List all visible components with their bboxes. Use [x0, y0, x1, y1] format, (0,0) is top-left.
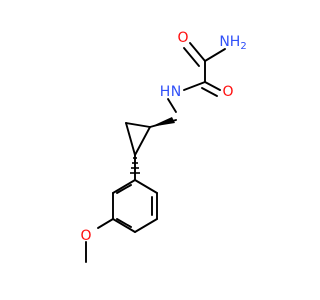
- molecule-canvas: NH2 O N H O O: [80, 30, 247, 263]
- bond-c2-n: [183, 81, 206, 91]
- bond-c1-o-top-a: [189, 42, 206, 62]
- atom-label-n-h: H: [160, 84, 171, 100]
- bond-layer: [85, 42, 226, 263]
- bond-ar-inner-3: [116, 184, 132, 194]
- wedge-bond-cp1-ch2: [150, 117, 175, 127]
- bond-cp2-cp3: [125, 122, 136, 156]
- atom-label-n: N: [171, 84, 181, 100]
- molecule-structure: NH2 O N H O O: [80, 30, 247, 263]
- atom-label-o-methoxy: O: [80, 228, 91, 244]
- bond-ar3-ar4: [134, 218, 158, 233]
- bond-c2-o-right-a: [204, 81, 221, 91]
- atom-label-layer: NH2 O N H O O: [80, 30, 246, 244]
- atom-label-o-right: O: [222, 84, 233, 100]
- bond-cp3-cp1: [134, 126, 151, 156]
- bond-n-ch2: [167, 98, 177, 113]
- bond-c2-o-right-b: [201, 87, 218, 97]
- bond-c1-o-top-b: [183, 47, 200, 67]
- stereo-bond-layer: [130, 117, 175, 174]
- bond-ar4-ar5: [112, 218, 136, 233]
- atom-label-o-top: O: [177, 30, 188, 46]
- bond-cp1-cp2: [125, 122, 151, 128]
- bond-c1-nh2: [204, 48, 226, 62]
- bond-ar5-o-methoxy: [97, 218, 114, 229]
- bond-ar-inner-2: [116, 218, 132, 228]
- hashed-wedge-cp3-aryl: [130, 157, 140, 174]
- bond-ar1-ar2: [134, 179, 158, 194]
- atom-label-nh2: NH2: [219, 34, 246, 52]
- bond-ar6-ar1: [112, 179, 136, 194]
